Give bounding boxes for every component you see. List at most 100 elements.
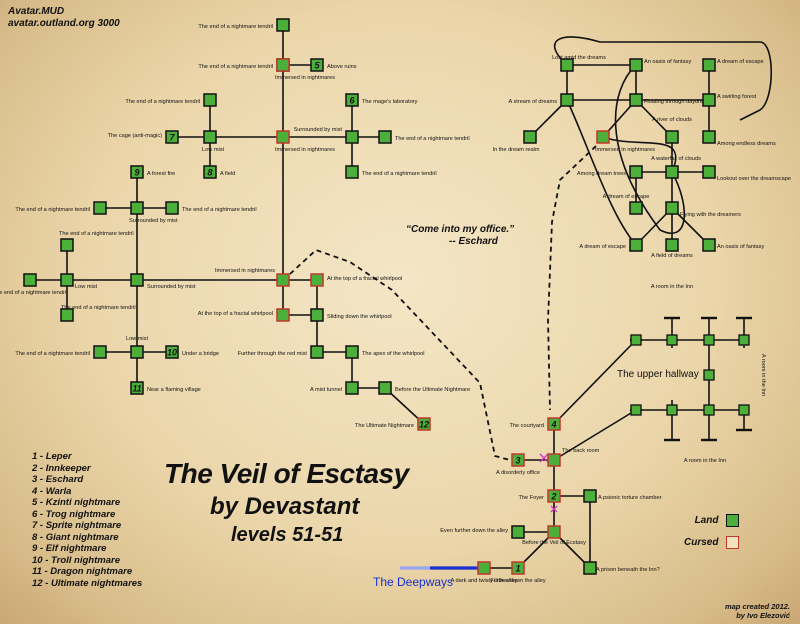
inn-room xyxy=(666,404,678,416)
room-square xyxy=(345,130,359,144)
inn-room xyxy=(630,404,642,416)
inn-room xyxy=(703,369,715,381)
room-square xyxy=(165,130,179,144)
room-label: A forest fire xyxy=(147,171,175,177)
room-tendril-r1: The end of a nightmare tendril xyxy=(378,130,470,144)
legend-cursed-swatch xyxy=(726,535,740,549)
room-square xyxy=(276,273,290,287)
legend-cursed: Cursed xyxy=(684,534,740,550)
room-square xyxy=(310,273,324,287)
room-label: Sliding down the whirlpool xyxy=(327,314,392,320)
inn-stair xyxy=(553,409,637,461)
room-square xyxy=(702,165,716,179)
inn-room xyxy=(666,334,678,346)
room-square xyxy=(276,58,290,72)
room-square xyxy=(523,130,537,144)
eschard-quote: “Come into my office.” -- Eschard xyxy=(406,224,514,248)
room-label: A swirling forest xyxy=(717,94,757,100)
room-tendril-top: The end of a nightmare tendril xyxy=(198,18,290,32)
mob-key-item: 4 - Warla xyxy=(32,485,72,497)
room-label: An oasis of fantasy xyxy=(717,244,764,250)
room-square xyxy=(629,58,643,72)
room-label: Lookout over the dreamscape xyxy=(717,176,791,182)
room-square xyxy=(629,93,643,107)
room-label: Immersed in nightmares xyxy=(275,75,335,81)
room-stream: A stream of dreams xyxy=(509,93,574,107)
room-label: A mist tunnel xyxy=(310,387,342,393)
inn-room xyxy=(738,404,750,416)
room-label: Immersed in nightmares xyxy=(275,147,335,153)
quote-text: “Come into my office.” xyxy=(406,224,515,235)
room-label: Surrounded by mist xyxy=(129,218,178,224)
room-lookout: Lookout over the dreamscape xyxy=(702,165,791,182)
room-label: A dream of escape xyxy=(579,244,626,250)
room-label: Before the Ultimate Nightmare xyxy=(395,387,470,393)
mud-name: Avatar.MUD xyxy=(8,6,65,17)
room-endless: Among endless dreams xyxy=(702,130,776,147)
inn-room xyxy=(703,334,715,346)
room-imm-dream: Immersed in nightmares xyxy=(595,130,655,153)
room-alley-further: Even further down the alley xyxy=(440,525,525,539)
room-label: Low mist xyxy=(126,336,149,342)
room-square xyxy=(547,525,561,539)
room-square xyxy=(276,308,290,322)
room-label: The end of a nightmare tendril xyxy=(198,64,273,70)
room-label: The Foyer xyxy=(519,495,545,501)
room-label: The end of a nightmare tendril xyxy=(362,171,437,177)
room-label: The end of a nightmare tendril xyxy=(15,207,90,213)
room-label: Low mist xyxy=(75,284,98,290)
room-label: A waterfall of clouds xyxy=(651,156,701,162)
room-label: A stream of dreams xyxy=(509,99,558,105)
room-square xyxy=(547,489,561,503)
room-imm-main: Immersed in nightmares xyxy=(215,268,290,287)
room-square xyxy=(511,561,525,575)
room-square xyxy=(560,93,574,107)
room-tendril-w-left: The end of a nightmare tendril xyxy=(0,273,67,296)
room-label: The mage's laboratory xyxy=(362,99,418,105)
room-oasis-top: An oasis of fantasy xyxy=(629,58,691,72)
room-square xyxy=(665,165,679,179)
room-square xyxy=(596,130,610,144)
room-square xyxy=(629,238,643,252)
room-before-veil: Before the Veil of Ecstasy xyxy=(522,525,586,546)
room-square xyxy=(583,489,597,503)
room-label: The apex of the whirlpool xyxy=(362,351,425,357)
room-forest-fire: 9 A forest fire xyxy=(130,165,175,179)
room-flying: Flying with the dreamers xyxy=(665,201,741,218)
room-label: Immersed in nightmares xyxy=(595,147,655,153)
room-label: In the dream realm xyxy=(493,147,540,153)
room-label: The cage (anti-magic) xyxy=(108,133,163,139)
room-torture: A psionic torture chamber xyxy=(583,489,662,503)
room-tendril-ff-l: The end of a nightmare tendril xyxy=(15,201,107,215)
room-square xyxy=(23,273,37,287)
room-label: Surrounded by mist xyxy=(147,284,196,290)
room-label: Floating through daydreams xyxy=(644,99,714,105)
room-mob-number: 2 xyxy=(550,492,556,502)
room-label: The courtyard xyxy=(509,423,544,429)
room-tendril-lm3: The end of a nightmare tendril xyxy=(15,345,107,359)
map-levels: levels 51-51 xyxy=(231,524,344,546)
legend-land-swatch xyxy=(726,513,740,527)
room-square xyxy=(547,453,561,467)
room-prison: A prison beneath the Inn? xyxy=(583,561,660,575)
room-whirl-top: At the top of a fractal whirlpool xyxy=(310,273,402,287)
room-square xyxy=(130,273,144,287)
room-label: A prison beneath the Inn? xyxy=(596,567,660,573)
room-mob-number: 9 xyxy=(134,168,139,178)
quote-author: -- Eschard xyxy=(449,236,498,247)
room-mob-number: 3 xyxy=(515,456,520,466)
room-mob-number: 5 xyxy=(314,61,320,71)
room-label: A river of clouds xyxy=(652,117,692,123)
mob-key-item: 5 - Kzinti nightmare xyxy=(32,497,121,508)
room-square xyxy=(560,58,574,72)
room-square xyxy=(165,345,179,359)
room-label: The end of a nightmare tendril xyxy=(395,136,470,142)
room-mob-number: 12 xyxy=(419,420,429,430)
room-dream-trees: Among dream trees xyxy=(577,165,643,179)
